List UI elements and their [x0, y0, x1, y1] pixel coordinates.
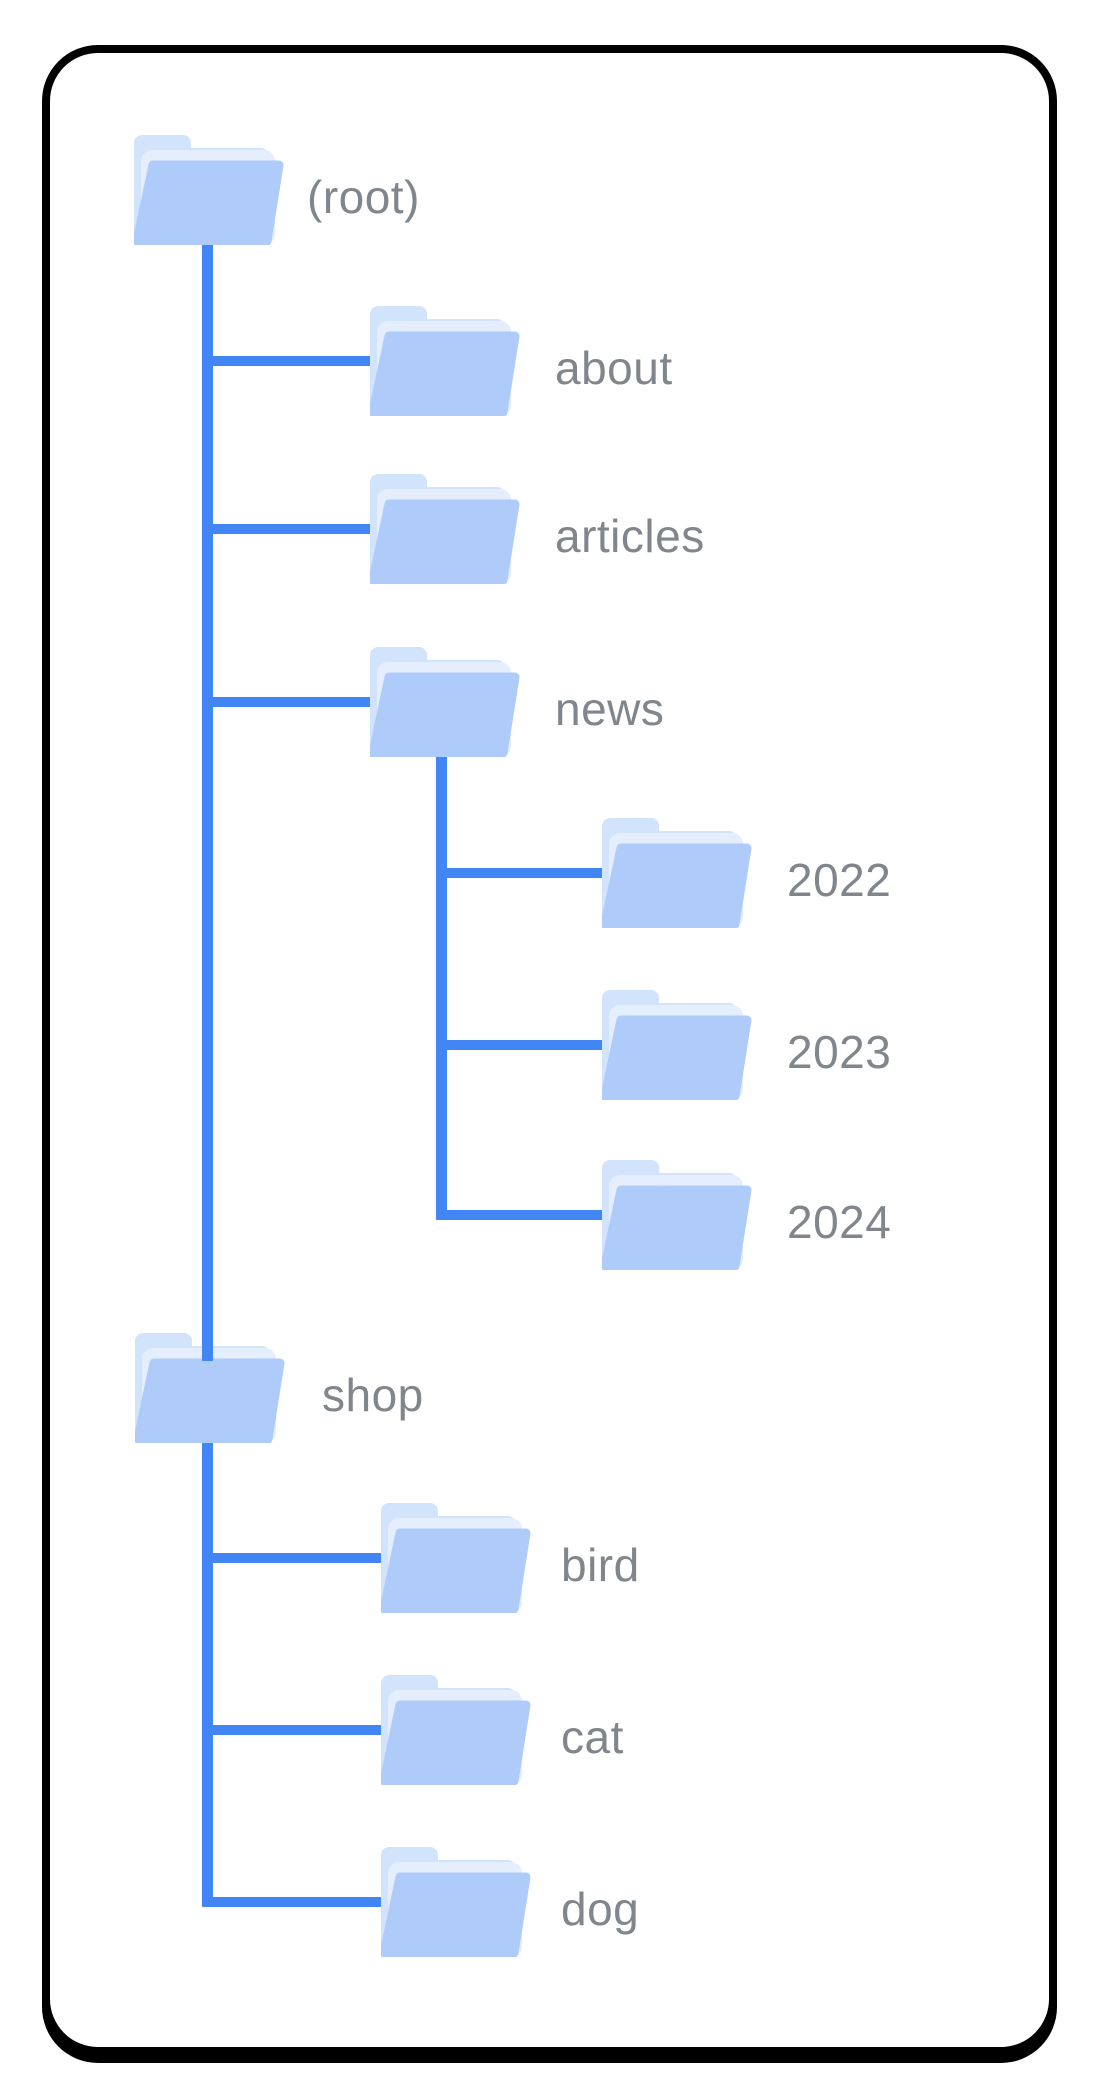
connector-branch-dog: [202, 1897, 384, 1907]
folder-label: 2022: [787, 854, 892, 906]
folder-label: 2023: [787, 1026, 892, 1078]
folder-label: shop: [322, 1369, 424, 1421]
folder-icon: [135, 1333, 285, 1443]
folder-label: bird: [561, 1539, 640, 1591]
tree-node-articles: articles: [370, 474, 705, 584]
connector-branch-cat: [202, 1725, 384, 1735]
folder-icon: [370, 474, 520, 584]
connector-shop-crossing: [202, 1335, 213, 1361]
folder-icon: [370, 306, 520, 416]
connector-news-trunk: [436, 752, 447, 1220]
connector-branch-2022: [436, 868, 604, 878]
tree-node-shop: shop: [135, 1333, 424, 1443]
folder-label: 2024: [787, 1196, 892, 1248]
tree-node-2024: 2024: [602, 1160, 891, 1270]
tree-node-root: (root): [134, 135, 420, 245]
connector-branch-about: [202, 356, 372, 366]
folder-icon: [370, 647, 520, 757]
tree-node-2022: 2022: [602, 818, 891, 928]
connector-root-trunk: [202, 240, 213, 1907]
connector-branch-2024: [436, 1210, 604, 1220]
folder-label: about: [555, 342, 673, 394]
tree-node-dog: dog: [381, 1847, 639, 1957]
tree-node-cat: cat: [381, 1675, 624, 1785]
folder-icon: [602, 990, 752, 1100]
folder-label: dog: [561, 1883, 640, 1935]
folder-icon: [381, 1503, 531, 1613]
folder-icon: [381, 1847, 531, 1957]
folder-icon: [602, 818, 752, 928]
connector-branch-news: [202, 697, 372, 707]
tree-node-news: news: [370, 647, 664, 757]
tree-node-bird: bird: [381, 1503, 640, 1613]
folder-icon: [602, 1160, 752, 1270]
folder-label: cat: [561, 1711, 624, 1763]
folder-label: news: [555, 683, 665, 735]
folder-icon: [381, 1675, 531, 1785]
connector-branch-bird: [202, 1553, 384, 1563]
folder-icon: [134, 135, 284, 245]
folder-label: (root): [307, 171, 420, 223]
tree-node-2023: 2023: [602, 990, 891, 1100]
connector-branch-articles: [202, 524, 372, 534]
folder-label: articles: [555, 510, 705, 562]
connector-branch-2023: [436, 1040, 604, 1050]
tree-node-about: about: [370, 306, 673, 416]
